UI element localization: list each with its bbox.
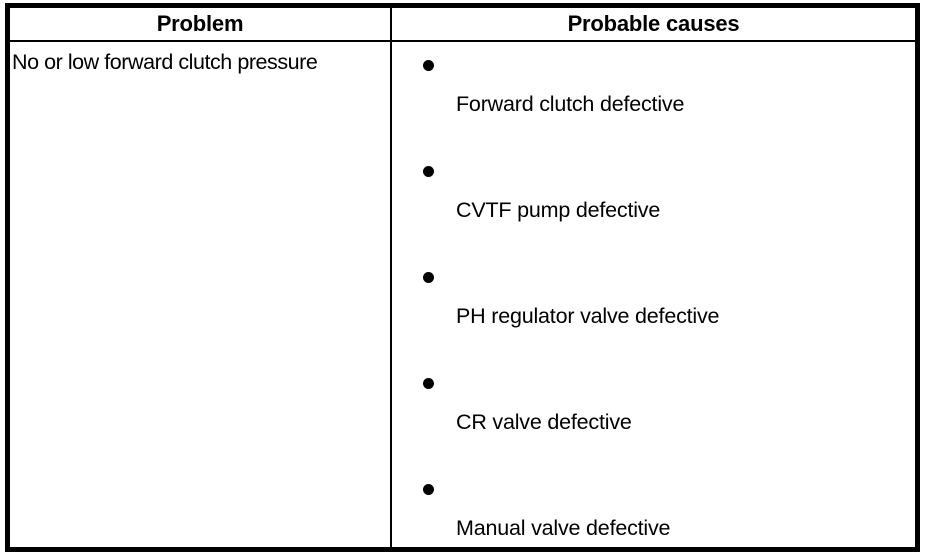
cause-label: Forward clutch defective	[456, 92, 685, 116]
table-cell-probable-causes: Forward clutch defective CVTF pump defec…	[392, 42, 915, 547]
problem-description: No or low forward clutch pressure	[12, 50, 318, 74]
filled-circle-bullet-icon	[423, 60, 434, 71]
filled-circle-bullet-icon	[423, 484, 434, 495]
column-divider-rule	[390, 8, 392, 547]
filled-circle-bullet-icon	[423, 378, 434, 389]
cause-label: CR valve defective	[456, 410, 632, 434]
column-header-probable-causes: Probable causes	[567, 11, 740, 36]
list-item: CVTF pump defective	[392, 148, 915, 254]
list-item: CR valve defective	[392, 360, 915, 466]
cause-label: PH regulator valve defective	[456, 304, 720, 328]
list-item: Forward clutch defective	[392, 42, 915, 148]
cause-label: CVTF pump defective	[456, 198, 661, 222]
cause-label: Manual valve defective	[456, 516, 671, 540]
header-divider-rule	[10, 40, 915, 42]
filled-circle-bullet-icon	[423, 272, 434, 283]
table-cell-problem: No or low forward clutch pressure	[10, 42, 388, 547]
filled-circle-bullet-icon	[423, 166, 434, 177]
list-item: PH regulator valve defective	[392, 254, 915, 360]
column-header-problem: Problem	[156, 11, 244, 36]
troubleshooting-table: Problem Probable causes No or low forwar…	[5, 3, 920, 552]
list-item: Manual valve defective	[392, 466, 915, 547]
